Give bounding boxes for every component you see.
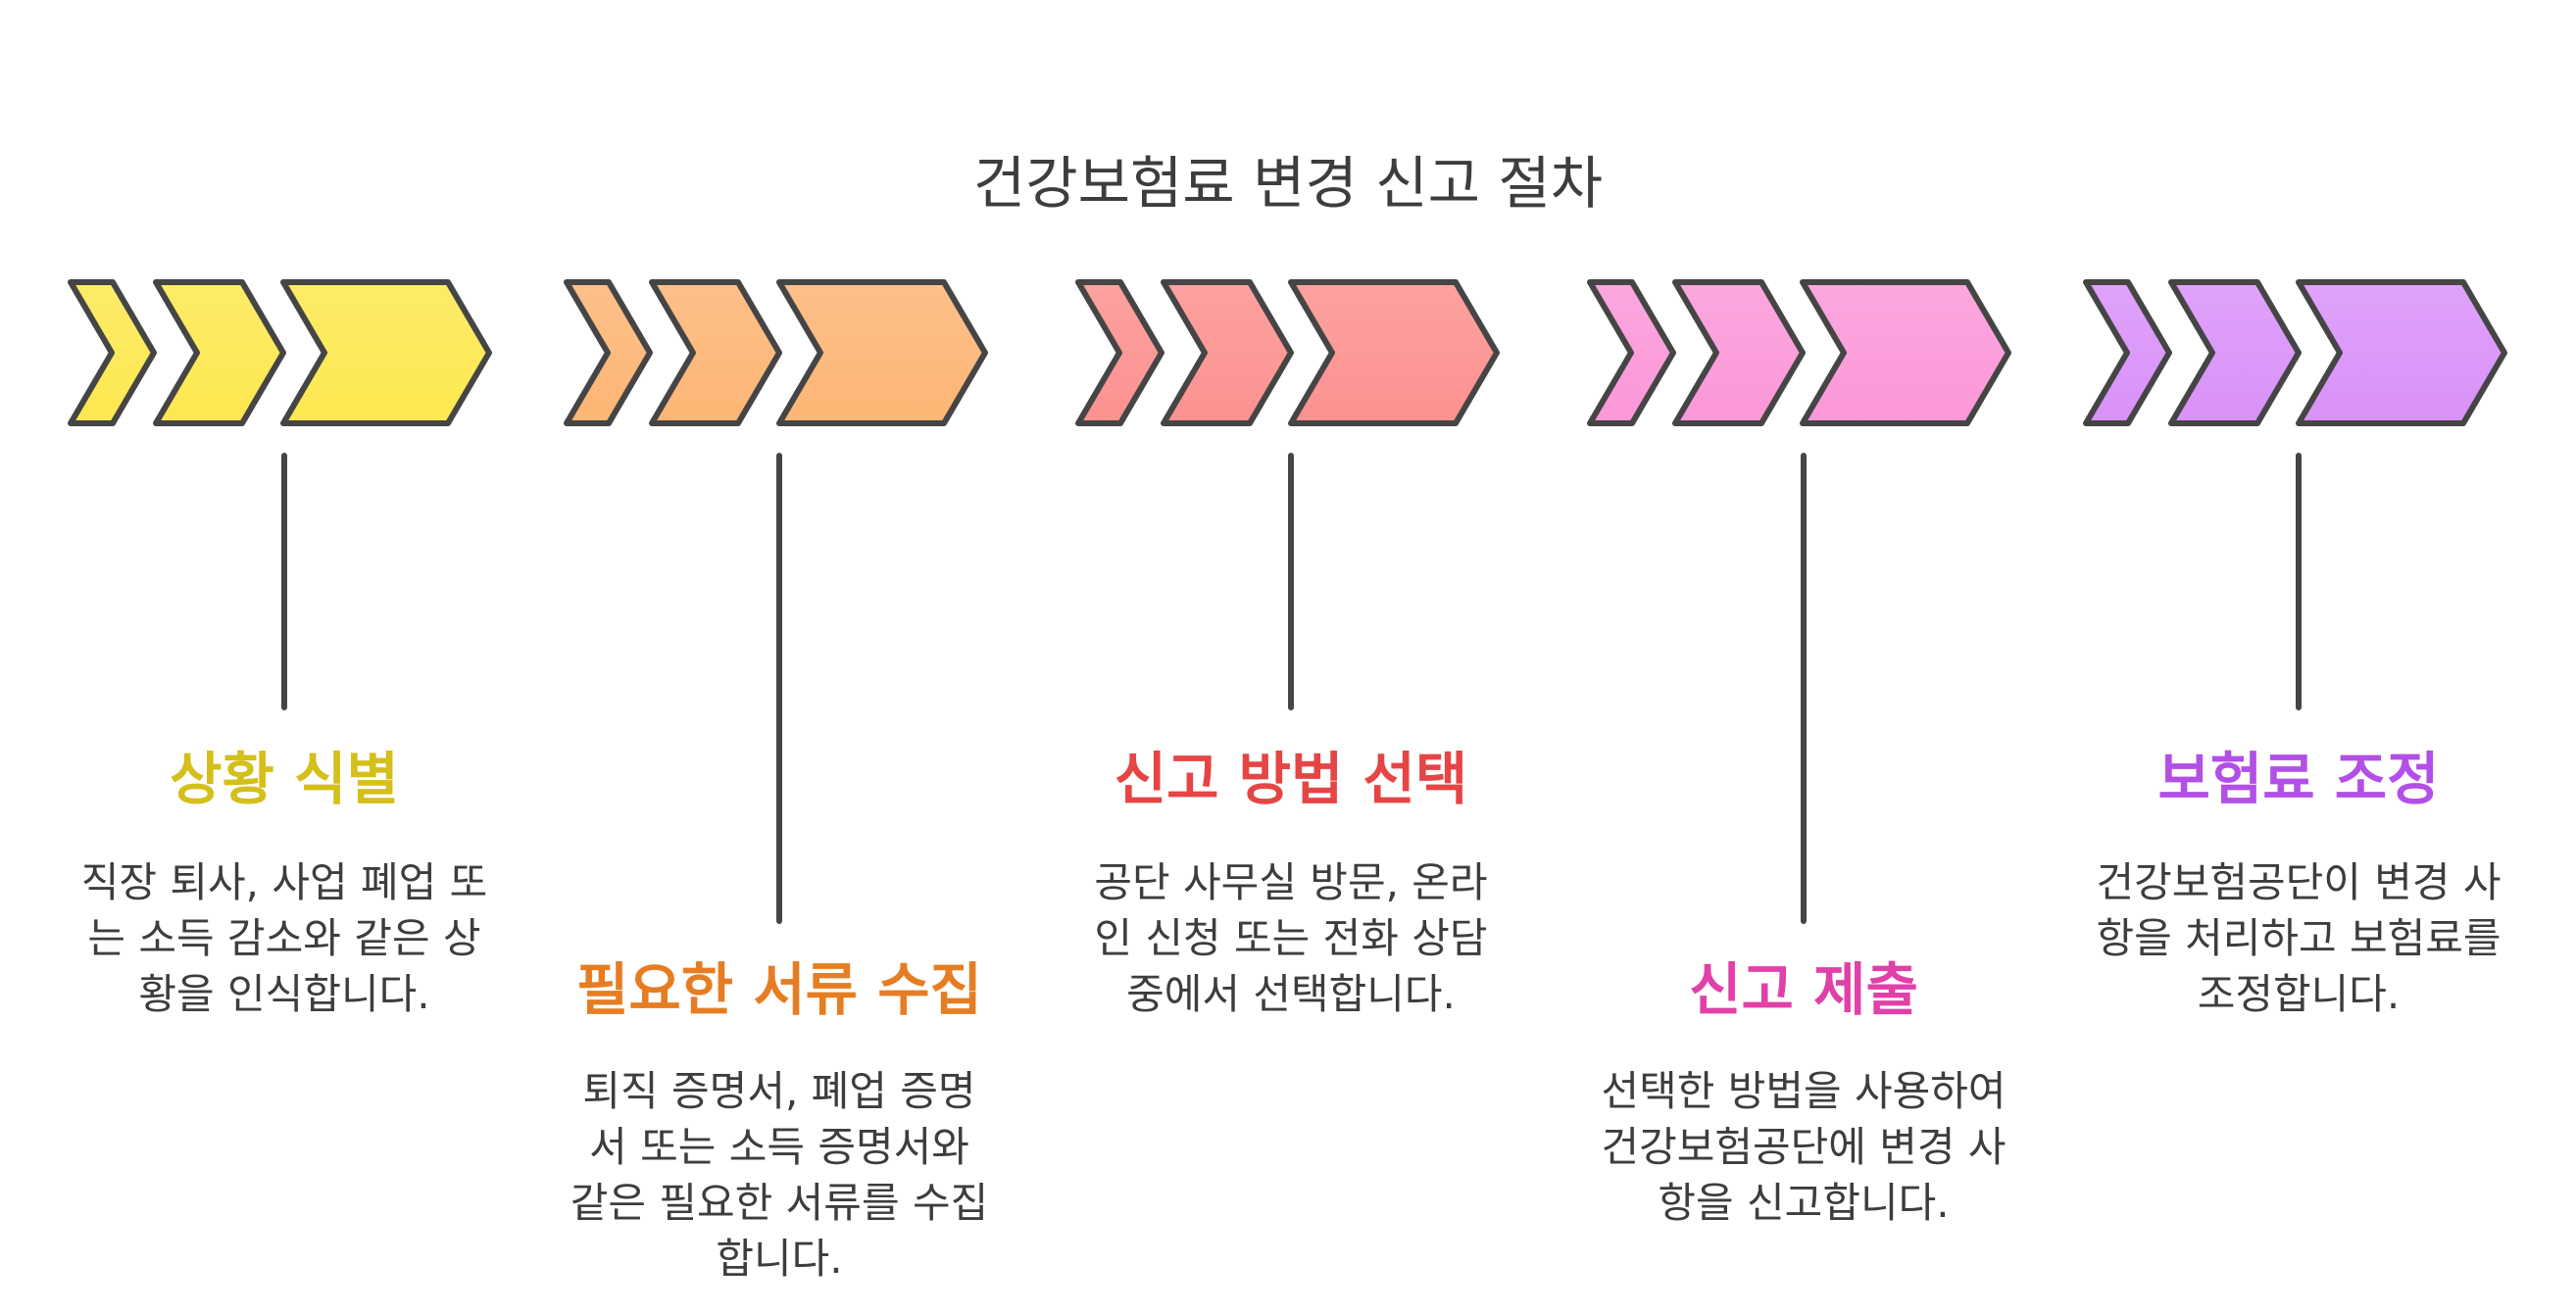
step-description-identify-situation: 직장 퇴사, 사업 폐업 또는 소득 감소와 같은 상황을 인식합니다. bbox=[80, 858, 488, 1018]
chevron-group-4 bbox=[1587, 279, 2011, 426]
chevron-4-3 bbox=[1800, 279, 2011, 426]
chevron-3-3 bbox=[1288, 279, 1500, 426]
connector-lines bbox=[281, 453, 2302, 924]
chevron-5-1 bbox=[2083, 279, 2172, 426]
step-title-adjust-premium: 보험료 조정 bbox=[2157, 746, 2440, 812]
chevron-1-3 bbox=[280, 279, 492, 426]
step-description-adjust-premium: 건강보험공단이 변경 사항을 처리하고 보험료를 조정합니다. bbox=[2096, 858, 2502, 1018]
chevron-row bbox=[68, 279, 2507, 426]
chevron-group-3 bbox=[1075, 279, 1500, 426]
chevron-3-1 bbox=[1075, 279, 1164, 426]
page-title: 건강보험료 변경 신고 절차 bbox=[972, 150, 1604, 217]
chevron-3-2 bbox=[1161, 279, 1294, 426]
step-description-collect-documents: 퇴직 증명서, 폐업 증명서 또는 소득 증명서와 같은 필요한 서류를 수집합… bbox=[570, 1067, 989, 1283]
chevron-4-2 bbox=[1672, 279, 1806, 426]
step-description-submit-report: 선택한 방법을 사용하여 건강보험공단에 변경 사항을 신고합니다. bbox=[1601, 1067, 2006, 1227]
chevron-1-2 bbox=[153, 279, 286, 426]
chevron-group-5 bbox=[2083, 279, 2507, 426]
chevron-1-1 bbox=[68, 279, 157, 426]
chevron-2-3 bbox=[776, 279, 988, 426]
step-title-choose-method: 신고 방법 선택 bbox=[1114, 746, 1468, 812]
chevron-group-1 bbox=[68, 279, 492, 426]
chevron-5-3 bbox=[2296, 279, 2507, 426]
step-description-choose-method: 공단 사무실 방문, 온라인 신청 또는 전화 상담 중에서 선택합니다. bbox=[1094, 858, 1488, 1018]
chevron-group-2 bbox=[564, 279, 988, 426]
step-title-submit-report: 신고 제출 bbox=[1689, 956, 1918, 1023]
chevron-2-2 bbox=[649, 279, 782, 426]
chevron-5-2 bbox=[2168, 279, 2302, 426]
chevron-2-1 bbox=[564, 279, 653, 426]
step-title-identify-situation: 상황 식별 bbox=[170, 746, 399, 812]
step-title-collect-documents: 필요한 서류 수집 bbox=[576, 956, 982, 1023]
chevron-4-1 bbox=[1587, 279, 1676, 426]
